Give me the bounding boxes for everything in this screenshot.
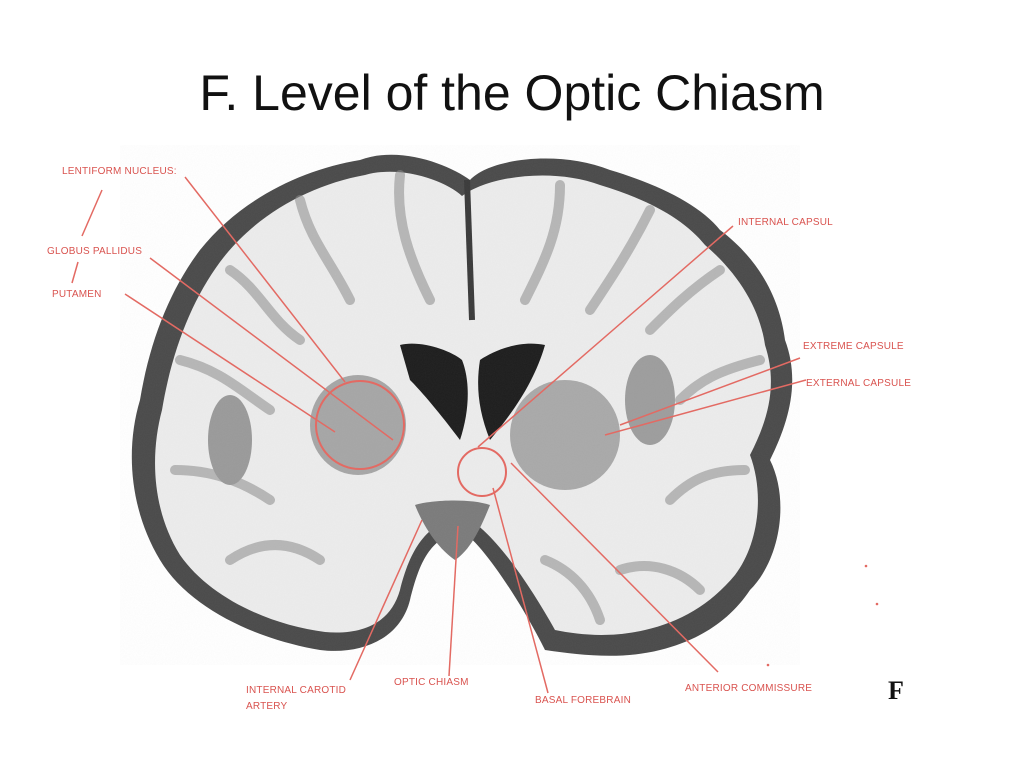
label-putamen: PUTAMEN (52, 289, 102, 300)
label-anterior-commissure: ANTERIOR COMMISSURE (685, 683, 813, 694)
label-lentiform-nucleus: LENTIFORM NUCLEUS: (62, 166, 177, 177)
anterior-commissure-circle (457, 447, 507, 497)
label-external-capsule: EXTERNAL CAPSULE (806, 378, 912, 389)
label-extreme-capsule: EXTREME CAPSULE (803, 341, 904, 352)
label-optic-chiasm: OPTIC CHIASM (394, 677, 469, 688)
annotation-circles (315, 380, 507, 497)
panel-letter: F (888, 676, 904, 705)
label-internal-carotid-line2: ARTERY (246, 701, 288, 712)
label-internal-carotid-line1: INTERNAL CAROTID (246, 685, 347, 696)
label-internal-capsule: INTERNAL CAPSUL (738, 217, 833, 228)
slide-title: F. Level of the Optic Chiasm (199, 65, 825, 121)
label-basal-forebrain: BASAL FOREBRAIN (535, 695, 631, 706)
annotation-leader-lines (71, 176, 807, 694)
lentiform-circle (315, 380, 405, 470)
label-globus-pallidus: GLOBUS PALLIDUS (47, 246, 143, 257)
